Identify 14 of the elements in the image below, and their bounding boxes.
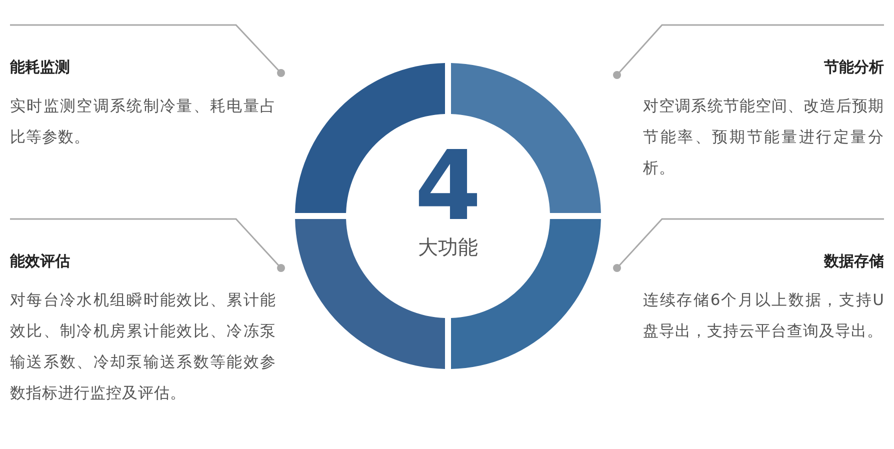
leader-line	[10, 24, 285, 77]
feature-description: 对每台冷水机组瞬时能效比、累计能效比、制冷机房累计能效比、冷冻泵输送系数、冷却泵输送系数等能效参数指标进行监控及评估。	[10, 290, 276, 404]
feature-heading: 能耗监测	[10, 57, 71, 77]
feature-description: 连续存储6个月以上数据，支持U盘导出，支持云平台查询及导出。	[643, 290, 884, 342]
leader-line	[613, 24, 884, 79]
leader-line	[613, 218, 884, 272]
leader-line	[10, 218, 285, 272]
feature-heading: 节能分析	[823, 57, 884, 77]
feature-heading: 数据存储	[822, 251, 884, 271]
feature-description: 实时监测空调系统制冷量、耗电量占比等参数。	[10, 96, 276, 148]
center-label: 大功能	[417, 234, 479, 260]
feature-heading: 能效评估	[10, 251, 71, 271]
big-number: 4	[414, 138, 482, 234]
feature-description: 对空调系统节能空间、改造后预期节能率、预期节能量进行定量分析。	[643, 96, 884, 179]
